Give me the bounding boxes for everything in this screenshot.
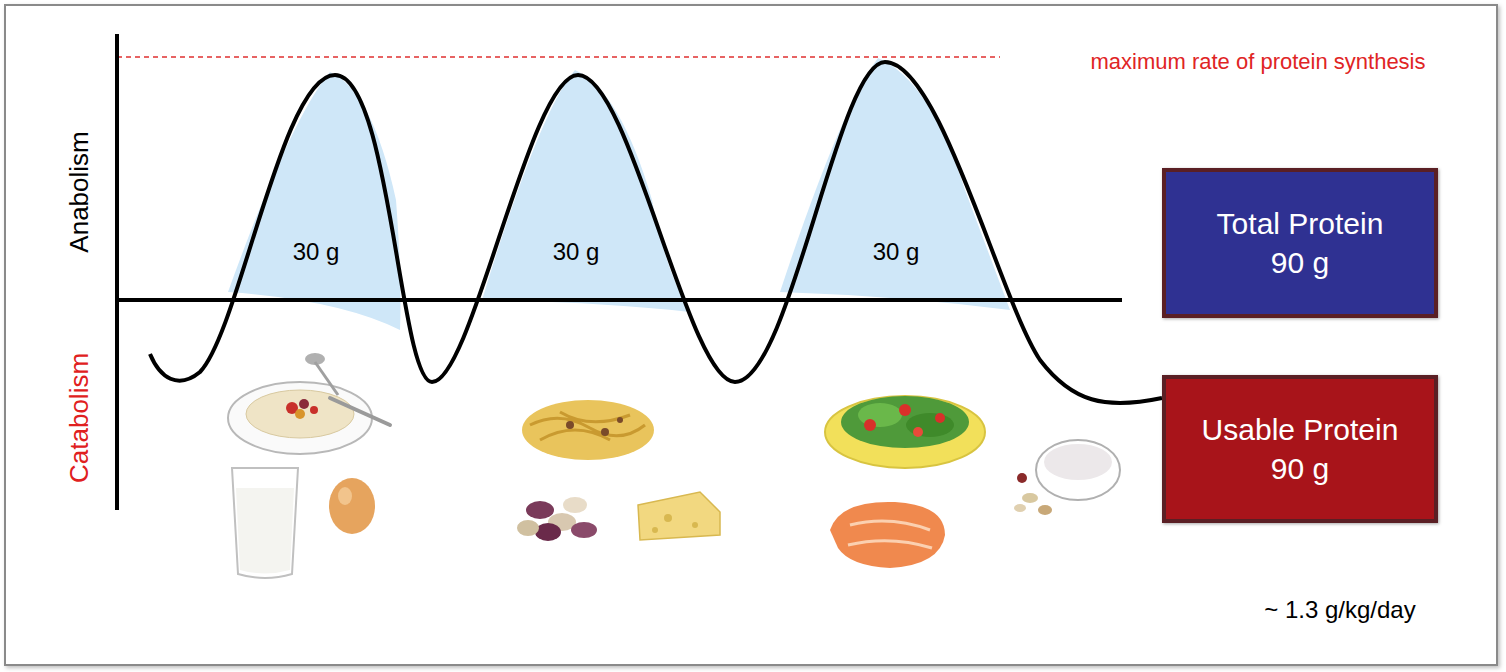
salad-plate-part — [841, 396, 969, 448]
yogurt-bowl-part — [1038, 505, 1052, 515]
egg — [329, 478, 375, 534]
porridge-bowl-part — [330, 398, 390, 425]
beans-part — [571, 522, 597, 538]
milk-glass-part — [236, 488, 294, 574]
yogurt-bowl-part — [1014, 504, 1026, 512]
x-axis — [117, 298, 1122, 302]
pasta-plate-part — [601, 428, 609, 436]
usable-protein-box: Usable Protein90 g — [1162, 375, 1438, 523]
pasta-plate-part — [522, 400, 654, 460]
max-rate-line — [117, 56, 1000, 58]
y-axis — [115, 34, 119, 510]
axis-label: Anabolism — [65, 131, 95, 252]
beans-part — [517, 520, 539, 536]
axis-label: Catabolism — [65, 353, 95, 483]
protein-balance-curve — [150, 62, 1162, 403]
anabolic-fill-part — [228, 72, 401, 330]
salad-plate-part — [825, 396, 985, 468]
egg-part — [329, 478, 375, 534]
box-heading: Total Protein — [1217, 204, 1384, 243]
yogurt-bowl-part — [1044, 444, 1112, 480]
porridge-bowl-part — [228, 382, 372, 454]
milk-glass-part — [232, 468, 298, 578]
salad-plate-part — [935, 413, 945, 423]
cheese-part — [652, 527, 658, 533]
box-value: 90 g — [1271, 449, 1329, 488]
salad-plate-part — [913, 427, 923, 437]
yogurt-bowl-part — [1036, 440, 1120, 500]
salmon-steak-part — [830, 502, 945, 568]
porridge-bowl-part — [295, 409, 305, 419]
porridge-bowl — [228, 353, 390, 454]
total-protein-box: Total Protein90 g — [1162, 168, 1438, 318]
egg-part — [338, 487, 352, 505]
yogurt-bowl — [1014, 440, 1120, 515]
porridge-bowl-part — [246, 390, 354, 438]
frame — [4, 4, 1498, 666]
anabolic-fill-part — [780, 58, 1010, 310]
milk-glass — [232, 468, 298, 578]
amount-label: 30 g — [293, 238, 340, 266]
pasta-plate-part — [617, 417, 623, 423]
box-heading: Usable Protein — [1202, 410, 1399, 449]
porridge-bowl-part — [310, 406, 318, 414]
porridge-bowl-part — [315, 362, 338, 395]
salad-plate-part — [899, 404, 911, 416]
salmon-steak-part — [848, 521, 932, 548]
cheese-part — [664, 514, 672, 522]
amount-label: 30 g — [553, 238, 600, 266]
box-value: 90 g — [1271, 243, 1329, 282]
ratio-label: ~ 1.3 g/kg/day — [1264, 596, 1415, 624]
max-rate-label: maximum rate of protein synthesis — [1090, 49, 1425, 74]
beans — [517, 497, 597, 541]
porridge-bowl-part — [299, 399, 309, 409]
pasta-plate-part — [530, 412, 645, 440]
beans-part — [535, 523, 561, 541]
salmon-steak — [830, 502, 945, 568]
anabolic-fill — [228, 58, 1010, 330]
yogurt-bowl-part — [1022, 493, 1038, 503]
beans-part — [563, 497, 587, 513]
amount-label: 30 g — [873, 238, 920, 266]
salad-plate-part — [906, 413, 954, 437]
cheese-part — [638, 492, 720, 540]
yogurt-bowl-part — [1017, 473, 1027, 483]
cheese-part — [692, 522, 698, 528]
beans-part — [526, 501, 554, 519]
pasta-plate — [522, 400, 654, 460]
salad-plate — [825, 396, 985, 468]
cheese — [638, 492, 720, 540]
pasta-plate-part — [566, 421, 574, 429]
salad-plate-part — [864, 419, 876, 431]
